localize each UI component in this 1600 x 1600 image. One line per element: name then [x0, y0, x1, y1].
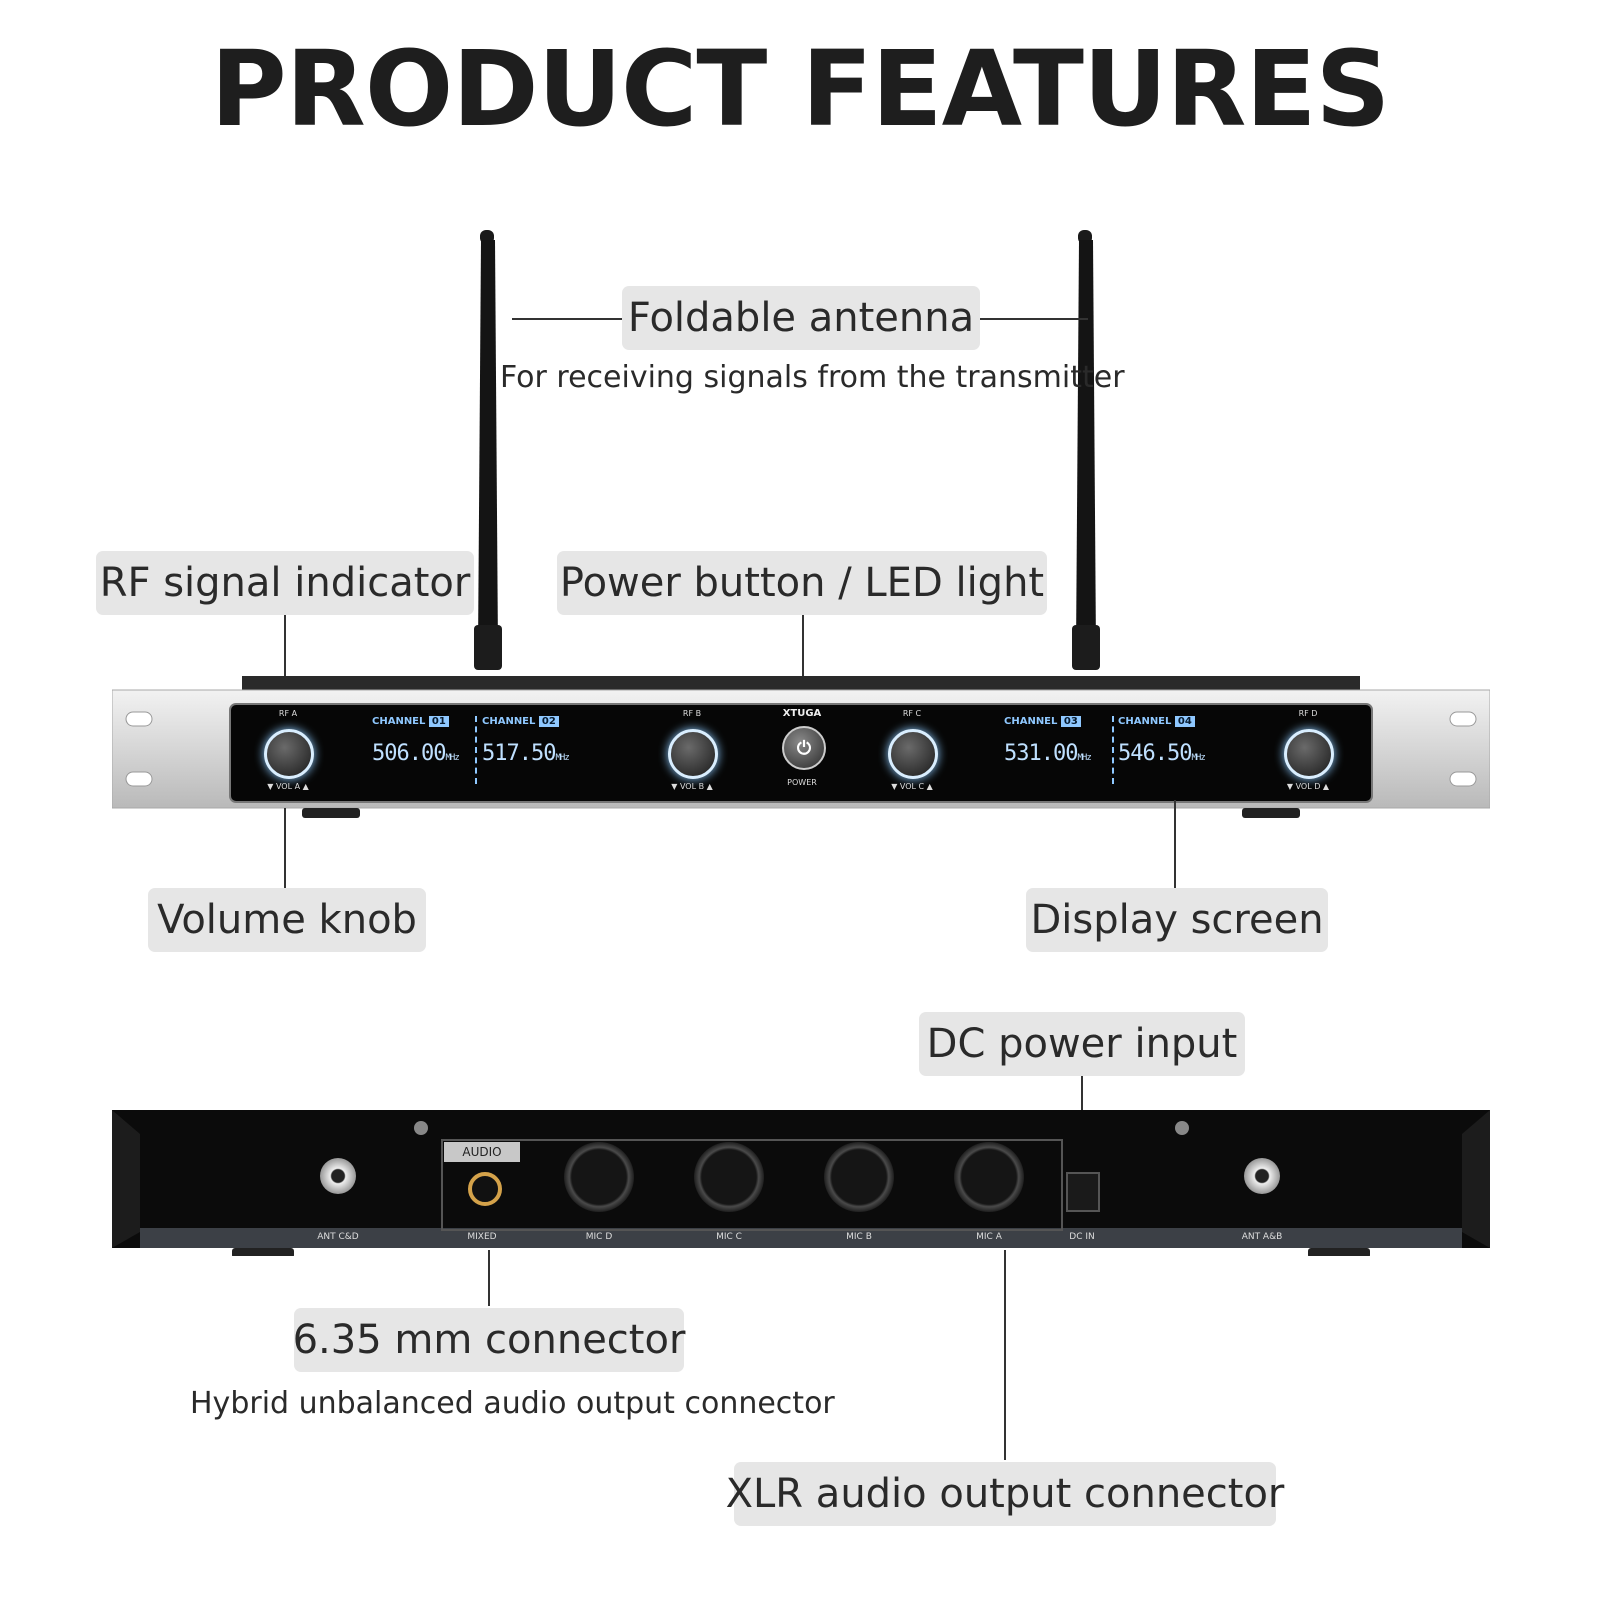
connector-635-description: Hybrid unbalanced audio output connector	[190, 1386, 835, 1421]
channel-freq-2-unit: MHz	[555, 753, 569, 763]
channel-freq-3-value: 531.00	[1004, 741, 1078, 766]
xlr-mic-c[interactable]	[694, 1142, 764, 1212]
vol-label-a-text: VOL A	[275, 782, 301, 791]
antenna-left	[474, 230, 502, 670]
volume-knob-d[interactable]	[1284, 729, 1334, 779]
rf-indicator-leader	[284, 615, 286, 703]
rf-label-b: RF B	[682, 709, 702, 718]
brand-logo: XTUGA	[782, 708, 822, 719]
power-button-label: Power button / LED light	[557, 551, 1047, 615]
rf-indicator-label: RF signal indicator	[96, 551, 474, 615]
power-icon: ⏻	[796, 737, 812, 759]
vol-label-a: ▼ VOL A ▲	[267, 782, 309, 791]
port-label-mic-d: MIC D	[585, 1232, 613, 1242]
channel-number-4: 04	[1174, 716, 1195, 727]
ant-cd-connector[interactable]	[320, 1158, 356, 1194]
rf-label-a: RF A	[278, 709, 298, 718]
port-label-mixed: MIXED	[467, 1232, 497, 1242]
volume-knob-a[interactable]	[264, 729, 314, 779]
vol-label-c-text: VOL C	[899, 782, 925, 791]
channel-display-4: CHANNEL 04 546.50MHz	[1118, 710, 1228, 792]
connector-635-leader	[488, 1250, 490, 1306]
vol-label-d-text: VOL D	[1295, 782, 1321, 791]
dc-input-label: DC power input	[919, 1012, 1245, 1076]
port-label-mic-b: MIC B	[846, 1232, 872, 1242]
port-label-ant-cd: ANT C&D	[317, 1232, 359, 1242]
channel-freq-3: 531.00MHz	[1004, 741, 1112, 766]
channel-label-4: CHANNEL	[1118, 716, 1172, 727]
channel-freq-1-unit: MHz	[445, 753, 459, 763]
volume-knob-leader	[284, 808, 286, 888]
xlr-mic-b[interactable]	[824, 1142, 894, 1212]
channel-freq-4: 546.50MHz	[1118, 741, 1228, 766]
display-screen-leader	[1174, 800, 1176, 888]
antenna-label: Foldable antenna	[622, 286, 980, 350]
power-text: POWER	[787, 778, 817, 787]
channel-number-1: 01	[428, 716, 449, 727]
dc-in-port[interactable]	[1066, 1172, 1100, 1212]
channel-label-3: CHANNEL	[1004, 716, 1058, 727]
channel-display-2: CHANNEL 02 517.50MHz	[482, 710, 592, 792]
channel-header-3: CHANNEL 03	[1004, 716, 1112, 727]
antenna-description: For receiving signals from the transmitt…	[500, 360, 1125, 395]
channel-label-2: CHANNEL	[482, 716, 536, 727]
port-label-dc-in: DC IN	[1069, 1232, 1095, 1242]
volume-knob-c[interactable]	[888, 729, 938, 779]
channel-header-1: CHANNEL 01	[372, 716, 477, 727]
channel-freq-2: 517.50MHz	[482, 741, 592, 766]
audio-tab: AUDIO	[444, 1142, 520, 1162]
channel-number-2: 02	[538, 716, 559, 727]
channel-header-2: CHANNEL 02	[482, 716, 592, 727]
ant-ab-connector[interactable]	[1244, 1158, 1280, 1194]
vol-label-b-text: VOL B	[679, 782, 705, 791]
channel-header-4: CHANNEL 04	[1118, 716, 1228, 727]
antenna-right	[1072, 230, 1100, 670]
channel-display-3: CHANNEL 03 531.00MHz	[1004, 710, 1112, 792]
display-screen-label: Display screen	[1026, 888, 1328, 952]
rf-label-c: RF C	[902, 709, 922, 718]
lcd-divider-1	[475, 716, 477, 784]
page-title: PRODUCT FEATURES	[210, 28, 1391, 150]
volume-knob-label: Volume knob	[148, 888, 426, 952]
front-panel: RF A RF B RF C RF D ▼ VOL A ▲ ▼ VOL B ▲ …	[112, 676, 1490, 820]
connector-635-label: 6.35 mm connector	[293, 1308, 685, 1372]
port-label-mic-a: MIC A	[976, 1232, 1002, 1242]
rear-panel: AUDIO ANT C&D MIXED MIC D MIC C MIC B MI…	[112, 1110, 1490, 1256]
xlr-mic-d[interactable]	[564, 1142, 634, 1212]
rf-label-d: RF D	[1298, 709, 1318, 718]
vol-label-d: ▼ VOL D ▲	[1286, 782, 1330, 791]
channel-number-3: 03	[1060, 716, 1081, 727]
power-button[interactable]: ⏻	[782, 726, 826, 770]
xlr-label: XLR audio output connector	[726, 1462, 1284, 1526]
volume-knob-b[interactable]	[668, 729, 718, 779]
port-label-ant-ab: ANT A&B	[1241, 1232, 1283, 1242]
mixed-jack[interactable]	[468, 1172, 502, 1206]
lcd-divider-2	[1112, 716, 1114, 784]
channel-freq-1: 506.00MHz	[372, 741, 477, 766]
channel-freq-4-unit: MHz	[1191, 753, 1205, 763]
xlr-mic-a[interactable]	[954, 1142, 1024, 1212]
vol-label-b: ▼ VOL B ▲	[671, 782, 713, 791]
channel-label-1: CHANNEL	[372, 716, 426, 727]
antenna-leader-right	[980, 318, 1088, 320]
vol-label-c: ▼ VOL C ▲	[891, 782, 933, 791]
port-label-mic-c: MIC C	[716, 1232, 742, 1242]
power-button-leader	[802, 615, 804, 703]
antenna-leader-left	[512, 318, 622, 320]
channel-freq-2-value: 517.50	[482, 741, 556, 766]
xlr-leader	[1004, 1250, 1006, 1460]
channel-display-1: CHANNEL 01 506.00MHz	[372, 710, 477, 792]
channel-freq-1-value: 506.00	[372, 741, 446, 766]
channel-freq-4-value: 546.50	[1118, 741, 1192, 766]
channel-freq-3-unit: MHz	[1077, 753, 1091, 763]
